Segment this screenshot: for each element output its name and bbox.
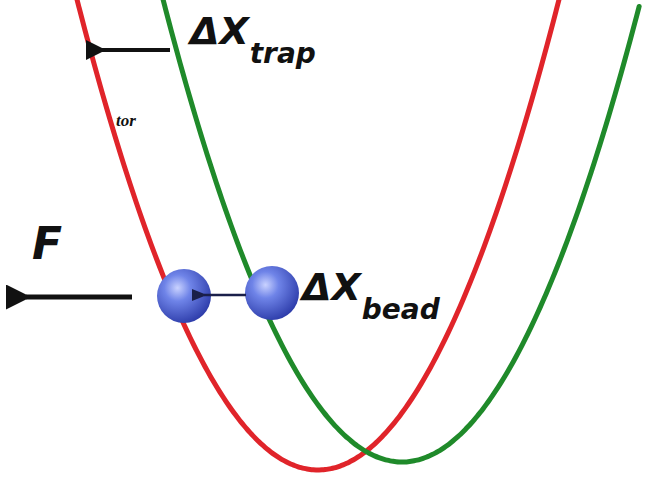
cropped-label: tor — [116, 112, 136, 129]
trap-shift-arrow — [102, 48, 170, 52]
bead-displaced — [157, 269, 211, 323]
bead-shift-symbol: ΔX — [302, 268, 361, 306]
trap-potential-red — [76, 0, 559, 470]
bead-initial — [245, 266, 299, 320]
trap-subscript: trap — [250, 40, 316, 68]
bead-shift-arrow — [204, 294, 246, 297]
trap-shift-symbol: ΔX — [190, 12, 249, 50]
force-symbol: F — [32, 222, 62, 266]
bead-subscript: bead — [362, 296, 440, 324]
force-arrow — [26, 295, 132, 300]
trap-potential-green — [162, 0, 639, 462]
